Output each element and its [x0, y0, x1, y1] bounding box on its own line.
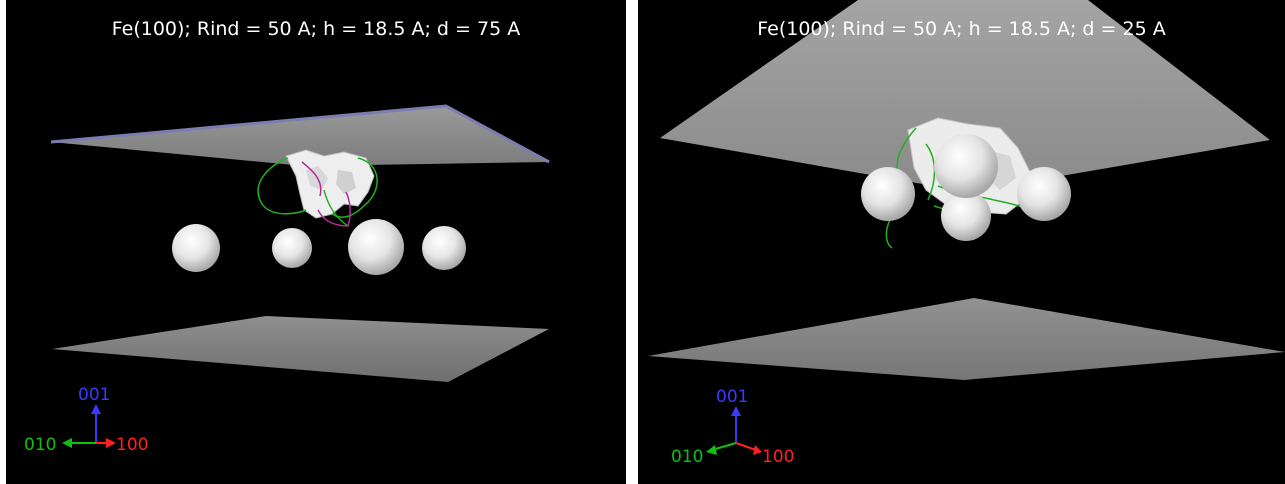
axis-triad: 001 010 100: [671, 387, 794, 467]
right-scene: 001 010 100: [648, 0, 1285, 467]
axis-label-010: 010: [671, 447, 703, 467]
axis-label-001: 001: [716, 387, 748, 407]
top-slab: [51, 106, 549, 166]
axis-triad: 001 010 100: [24, 385, 148, 455]
precipitate-sphere-1: [861, 167, 915, 221]
dislocation-line-magenta-1: [301, 161, 322, 197]
top-slab-edge: [50, 104, 550, 164]
axis-label-001: 001: [78, 385, 110, 405]
dislocation-line-green-3: [323, 189, 349, 227]
axis-label-100: 100: [762, 447, 794, 467]
left-panel-title: Fe(100); Rind = 50 A; h = 18.5 A; d = 75…: [111, 18, 521, 40]
axis-label-010: 010: [24, 435, 56, 455]
bottom-slab: [52, 316, 549, 382]
precipitate-sphere-3: [348, 219, 404, 275]
precipitate-sphere-1: [172, 224, 220, 272]
dislocation-line-green-2: [331, 157, 378, 218]
precipitate-sphere-3: [1017, 167, 1071, 221]
left-scene: 001 010 100: [24, 104, 550, 455]
defect-shading-2: [336, 170, 356, 194]
left-panel: Fe(100); Rind = 50 A; h = 18.5 A; d = 75…: [6, 0, 626, 484]
dislocation-line-magenta-2: [317, 191, 351, 227]
precipitate-sphere-4: [934, 134, 998, 198]
precipitate-sphere-4: [422, 226, 466, 270]
axis-label-100: 100: [116, 435, 148, 455]
precipitate-sphere-2: [941, 191, 991, 241]
precipitate-sphere-2: [272, 228, 312, 268]
right-panel: 001 010 100 Fe(100); Rind = 50 A; h = 18…: [638, 0, 1285, 484]
dislocation-line-green-1: [257, 157, 307, 215]
bottom-slab: [648, 298, 1285, 380]
right-panel-title: Fe(100); Rind = 50 A; h = 18.5 A; d = 25…: [757, 18, 1166, 40]
top-slab: [660, 0, 1270, 192]
